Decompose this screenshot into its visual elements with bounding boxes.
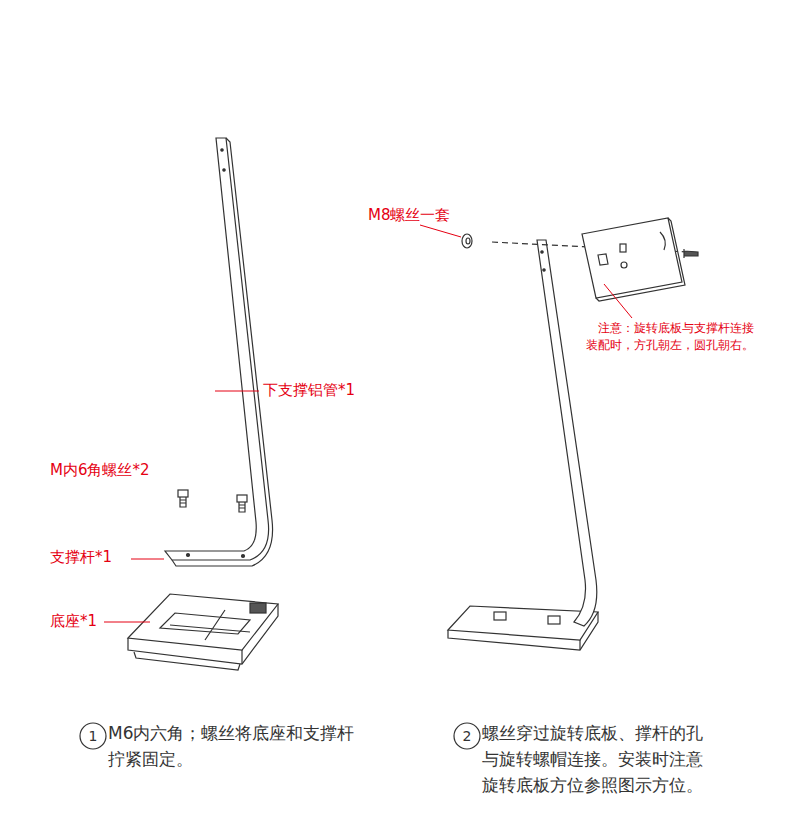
step-caption: 螺丝穿过旋转底板、撑杆的孔 与旋转螺帽连接。安装时注意 旋转底板方位参照图示方位… [482, 720, 710, 798]
part-label: 下支撑铝管*1 [263, 381, 355, 400]
part-label: 支撑杆*1 [50, 548, 112, 567]
step-number: 2 [453, 722, 481, 750]
step-caption: M6内六角；螺丝将底座和支撑杆 拧紧固定。 [108, 720, 356, 772]
part-label: M8螺丝一套 [368, 206, 451, 225]
step-number: 1 [79, 722, 107, 750]
step-number-circle: 2 [453, 722, 481, 750]
part-label: 注意：旋转底板与支撑杆连接 装配时，方孔朝左，圆孔朝右。 [585, 320, 754, 355]
part-label: 底座*1 [50, 612, 97, 631]
part-label: M内6角螺丝*2 [50, 461, 150, 480]
step-number-circle: 1 [79, 722, 107, 750]
